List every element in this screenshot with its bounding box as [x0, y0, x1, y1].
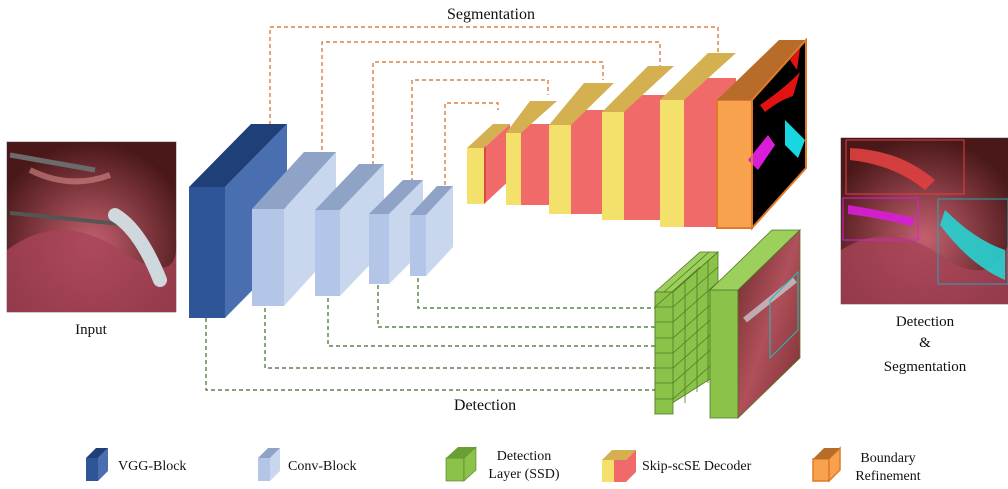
decoder-block-icon	[602, 450, 636, 482]
legend-item-detection: Detection Layer (SSD)	[445, 446, 560, 482]
input-label: Input	[75, 322, 107, 338]
detection-label: Detection	[454, 397, 516, 414]
output-label-line2: &	[919, 335, 931, 351]
legend-item-decoder: Skip-scSE Decoder	[602, 450, 752, 482]
input-image	[6, 141, 177, 313]
legend-label-refinement-1: Boundary	[860, 451, 915, 466]
vgg-block-icon	[86, 448, 108, 481]
segmentation-connectors	[269, 26, 719, 185]
conv-block-icon	[258, 448, 280, 481]
decoder-block-1	[467, 124, 510, 204]
output-label-line1: Detection	[896, 314, 955, 330]
detection-output-block	[709, 229, 801, 419]
output-label-line3: Segmentation	[884, 359, 967, 375]
legend-label-conv: Conv-Block	[288, 459, 356, 474]
legend-label-detection-2: Layer (SSD)	[488, 467, 559, 482]
detection-layer-grid	[653, 251, 720, 415]
detection-layer-icon	[445, 446, 477, 482]
legend: VGG-Block Conv-Block Detection Layer (SS…	[86, 446, 921, 484]
legend-item-vgg: VGG-Block	[86, 448, 186, 481]
legend-label-detection-1: Detection	[497, 449, 551, 464]
output-image	[840, 137, 1008, 305]
detection-connectors	[205, 278, 655, 391]
boundary-refinement-block	[716, 37, 807, 231]
legend-label-refinement-2: Refinement	[855, 469, 920, 484]
segmentation-label: Segmentation	[447, 6, 535, 23]
legend-item-refinement: Boundary Refinement	[812, 446, 921, 484]
conv-block-1	[252, 152, 336, 306]
legend-label-decoder: Skip-scSE Decoder	[642, 459, 752, 474]
boundary-refinement-icon	[812, 446, 841, 483]
conv-block-2	[315, 164, 384, 296]
legend-item-conv: Conv-Block	[258, 448, 356, 481]
conv-block-4	[410, 186, 453, 276]
legend-label-vgg: VGG-Block	[118, 459, 186, 474]
